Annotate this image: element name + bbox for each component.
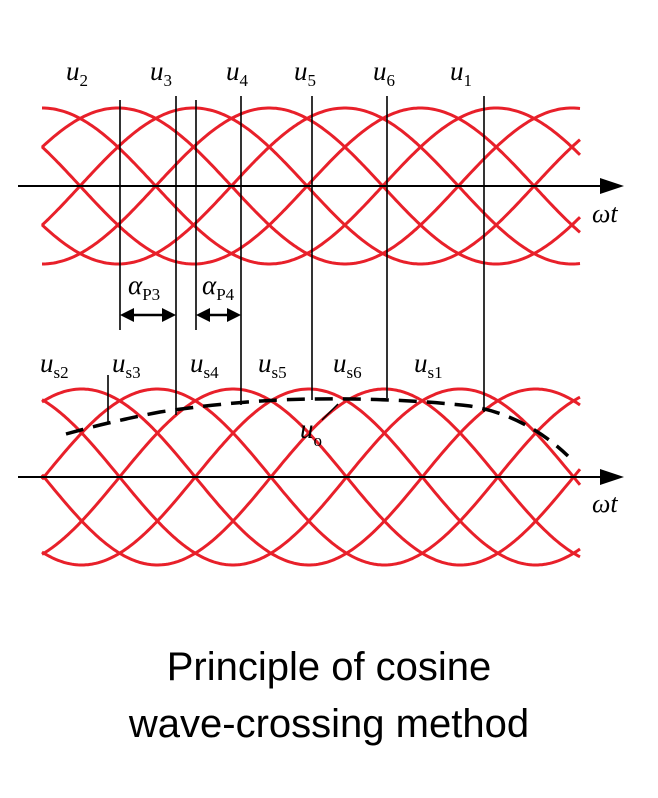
label-u4: u4 — [226, 56, 249, 90]
bottom-wave-5 — [40, 387, 581, 567]
caption-line-2: wave-crossing method — [128, 702, 530, 746]
alpha-p4-arrow — [196, 308, 241, 322]
label-u2: u2 — [66, 56, 88, 90]
top-phase-waves — [40, 106, 582, 266]
label-us6: us6 — [333, 348, 362, 382]
top-wave-2 — [40, 106, 581, 266]
label-u6: u6 — [373, 56, 395, 90]
bottom-wave-4 — [41, 387, 581, 567]
bottom-sync-waves — [40, 387, 582, 567]
label-alpha-p4: αP4 — [202, 270, 235, 304]
firing-lines — [107, 96, 485, 422]
top-wave-3 — [42, 106, 582, 266]
caption-line-1: Principle of cosine — [166, 645, 492, 689]
label-u3: u3 — [150, 56, 172, 90]
label-us1: us1 — [414, 348, 443, 382]
output-pointer — [321, 403, 339, 421]
alpha-p3-arrow — [120, 308, 176, 322]
bottom-axis-label: ωt — [592, 489, 618, 518]
label-u1: u1 — [450, 56, 472, 90]
bottom-wave-6 — [41, 387, 582, 567]
diagram: u2 u3 u4 u5 u6 u1 ωt αP3 αP4 us2 us3 us4… — [18, 56, 624, 567]
top-axis-arrow — [600, 178, 624, 194]
bottom-wave-3 — [41, 387, 582, 567]
top-wave-4 — [40, 106, 581, 266]
bottom-wave-1 — [41, 387, 581, 567]
top-wave-1 — [40, 106, 581, 266]
label-us4: us4 — [190, 348, 219, 382]
output-voltage-curve — [65, 397, 570, 458]
top-wave-5 — [40, 106, 581, 266]
label-alpha-p3: αP3 — [128, 270, 160, 304]
label-us5: us5 — [258, 348, 287, 382]
label-u5: u5 — [294, 56, 316, 90]
top-wave-6 — [42, 106, 582, 266]
bottom-axis-arrow — [600, 469, 624, 485]
label-us3: us3 — [112, 348, 141, 382]
label-us2: us2 — [40, 348, 69, 382]
label-uo: uo — [300, 414, 322, 450]
bottom-wave-2 — [40, 387, 581, 567]
top-axis-label: ωt — [592, 199, 618, 228]
